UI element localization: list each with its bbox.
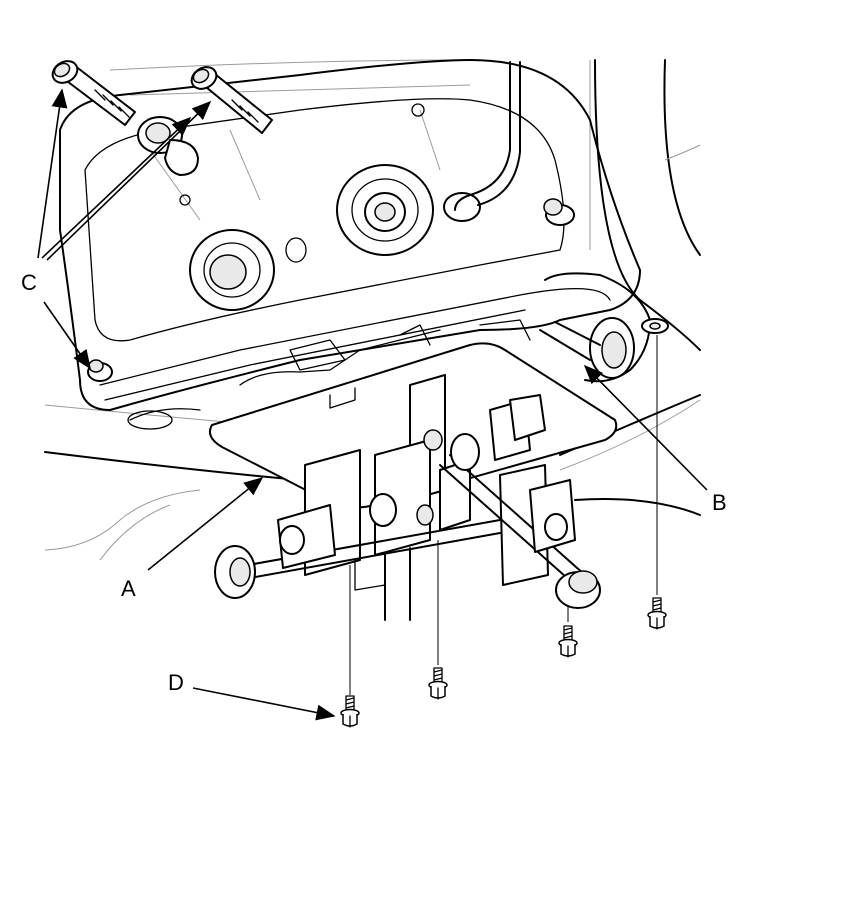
bolt-icon — [558, 625, 578, 658]
long-bolt-left — [51, 60, 136, 126]
bolt-icon — [428, 667, 448, 700]
callout-label-c: C — [21, 270, 37, 295]
bolt-icon — [647, 597, 667, 630]
mount-plate-a — [209, 342, 618, 621]
callout-label-a: A — [121, 576, 136, 601]
bushing-c — [137, 116, 199, 176]
callout-leaders — [37, 88, 708, 721]
callout-label-b: B — [712, 490, 727, 515]
callout-label-d: D — [168, 670, 184, 695]
transmission-housing — [59, 59, 669, 430]
bolt-guide-lines — [349, 335, 658, 695]
bolt-icon — [340, 695, 360, 728]
long-bolt-right — [190, 66, 273, 134]
